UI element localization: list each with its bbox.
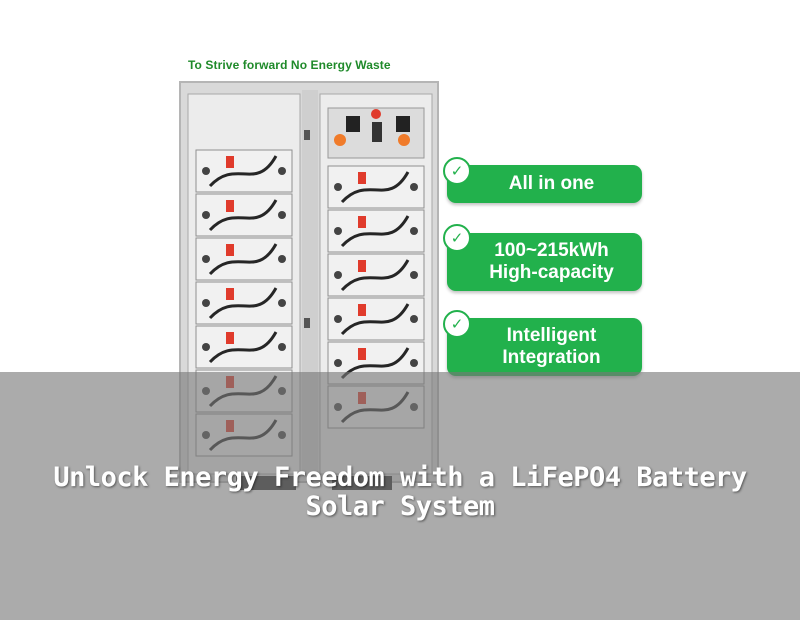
module-terminal bbox=[334, 315, 342, 323]
red-terminal bbox=[358, 304, 366, 316]
module-terminal bbox=[410, 227, 418, 235]
module-terminal bbox=[202, 255, 210, 263]
module-terminal bbox=[202, 343, 210, 351]
red-terminal bbox=[358, 172, 366, 184]
module-terminal bbox=[410, 271, 418, 279]
feature-label: Intelligent Integration bbox=[502, 325, 601, 368]
module-terminal bbox=[410, 359, 418, 367]
module-terminal bbox=[202, 167, 210, 175]
caption-overlay bbox=[0, 372, 800, 620]
check-icon: ✓ bbox=[443, 224, 471, 252]
feature-badge-integration: Intelligent Integration bbox=[447, 318, 642, 376]
red-terminal bbox=[358, 260, 366, 272]
module-terminal bbox=[202, 211, 210, 219]
feature-label: All in one bbox=[508, 173, 595, 194]
module-terminal bbox=[278, 167, 286, 175]
module-terminal bbox=[334, 271, 342, 279]
red-terminal bbox=[226, 156, 234, 168]
module-terminal bbox=[278, 255, 286, 263]
red-terminal bbox=[226, 200, 234, 212]
cable bbox=[340, 171, 410, 204]
tagline: To Strive forward No Energy Waste bbox=[188, 58, 391, 72]
red-terminal bbox=[358, 216, 366, 228]
module-terminal bbox=[334, 359, 342, 367]
cable bbox=[340, 259, 410, 292]
module-terminal bbox=[278, 211, 286, 219]
cable bbox=[340, 303, 410, 336]
red-terminal bbox=[226, 244, 234, 256]
module-terminal bbox=[278, 343, 286, 351]
module-terminal bbox=[334, 227, 342, 235]
cable bbox=[340, 215, 410, 248]
cable bbox=[340, 347, 410, 380]
cable bbox=[208, 199, 278, 232]
check-icon: ✓ bbox=[443, 157, 471, 185]
feature-label: 100~215kWh High-capacity bbox=[489, 240, 614, 283]
headline: Unlock Energy Freedom with a LiFePO4 Bat… bbox=[53, 462, 747, 522]
module-terminal bbox=[202, 299, 210, 307]
module-terminal bbox=[334, 183, 342, 191]
check-icon: ✓ bbox=[443, 310, 471, 338]
cable bbox=[208, 243, 278, 276]
cable bbox=[208, 155, 278, 188]
feature-badge-capacity: 100~215kWh High-capacity bbox=[447, 233, 642, 291]
module-terminal bbox=[410, 183, 418, 191]
cable bbox=[208, 331, 278, 364]
module-terminal bbox=[410, 315, 418, 323]
red-terminal bbox=[358, 348, 366, 360]
module-terminal bbox=[278, 299, 286, 307]
feature-badge-all-in-one: All in one bbox=[447, 165, 642, 203]
red-terminal bbox=[226, 288, 234, 300]
cable bbox=[208, 287, 278, 320]
red-terminal bbox=[226, 332, 234, 344]
